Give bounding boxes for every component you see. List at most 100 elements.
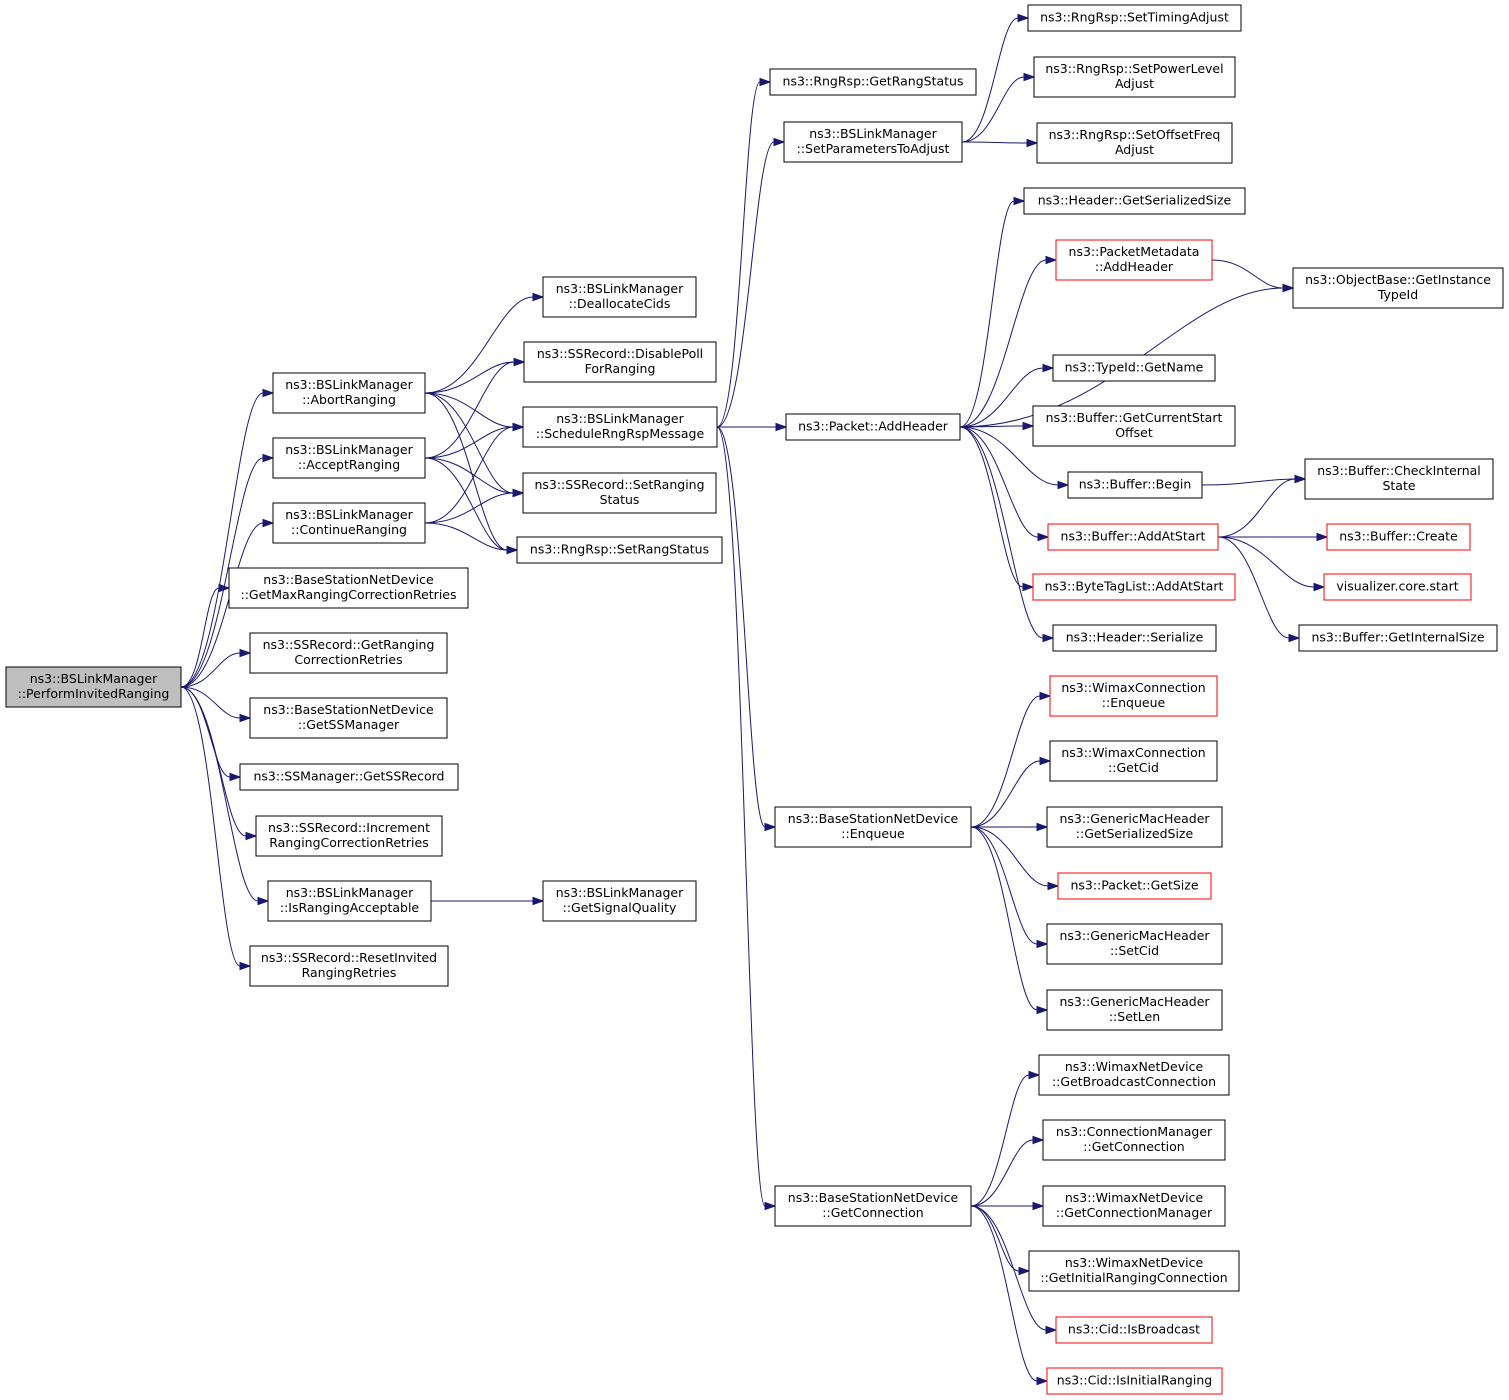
node-box: [1049, 740, 1218, 782]
node-bufaddatstart[interactable]: ns3::Buffer::AddAtStart: [1047, 523, 1219, 551]
node-wcenqueue[interactable]: ns3::WimaxConnection::Enqueue: [1049, 675, 1218, 717]
edge-addheader-to-bufbegin: [959, 426, 1070, 490]
node-cidisinitranging[interactable]: ns3::Cid::IsInitialRanging: [1046, 1367, 1223, 1395]
node-bufcreate[interactable]: ns3::Buffer::Create: [1326, 523, 1471, 551]
node-label-line: ns3::BaseStationNetDevice: [263, 572, 434, 587]
edge-bsenqueue-to-wcgetcid: [970, 756, 1052, 828]
node-box: [1046, 989, 1223, 1031]
node-gmhgetsersize[interactable]: ns3::GenericMacHeader::GetSerializedSize: [1046, 806, 1223, 848]
edge-line: [970, 695, 1041, 828]
node-bufgetinternalsize[interactable]: ns3::Buffer::GetInternalSize: [1298, 624, 1498, 652]
node-wndgetinitranging[interactable]: ns3::WimaxNetDevice::GetInitialRangingCo…: [1028, 1250, 1240, 1292]
node-pmaddheader[interactable]: ns3::PacketMetadata::AddHeader: [1055, 239, 1213, 281]
node-isacceptable[interactable]: ns3::BSLinkManager::IsRangingAcceptable: [267, 880, 432, 922]
node-setrangstatus[interactable]: ns3::RngRsp::SetRangStatus: [516, 536, 723, 564]
edges-layer: [180, 13, 1329, 1386]
node-bsenqueue[interactable]: ns3::BaseStationNetDevice::Enqueue: [774, 806, 972, 848]
node-setparams[interactable]: ns3::BSLinkManager::SetParametersToAdjus…: [783, 121, 963, 163]
node-box: [1047, 523, 1219, 551]
node-label-line: Adjust: [1115, 76, 1154, 91]
edge-line: [970, 1205, 1047, 1331]
node-wndgetconnmgr[interactable]: ns3::WimaxNetDevice::GetConnectionManage…: [1042, 1185, 1226, 1227]
node-label-line: CorrectionRetries: [294, 652, 402, 667]
node-getssrecord[interactable]: ns3::SSManager::GetSSRecord: [239, 763, 459, 791]
edge-line: [970, 760, 1041, 828]
edge-addheader-to-bytetagaddatstart: [959, 426, 1035, 592]
arrowhead-icon: [1023, 72, 1036, 82]
node-getssmanager[interactable]: ns3::BaseStationNetDevice::GetSSManager: [249, 697, 448, 739]
edge-setparams-to-setoffset: [961, 138, 1039, 148]
node-box: [516, 536, 723, 564]
node-hdrserialize[interactable]: ns3::Header::Serialize: [1052, 624, 1217, 652]
edge-line: [716, 141, 775, 428]
node-label-line: ::ScheduleRngRspMessage: [536, 426, 705, 441]
edge-abort-to-disablepoll: [424, 357, 526, 394]
edge-line: [1201, 478, 1296, 486]
node-box: [1057, 872, 1212, 900]
node-label-line: visualizer.core.start: [1336, 579, 1458, 594]
node-getrangingretries[interactable]: ns3::SSRecord::GetRangingCorrectionRetri…: [249, 632, 448, 674]
node-gmhsetlen[interactable]: ns3::GenericMacHeader::SetLen: [1046, 989, 1223, 1031]
arrowhead-icon: [239, 648, 252, 658]
edge-line: [424, 492, 514, 524]
node-schedule[interactable]: ns3::BSLinkManager::ScheduleRngRspMessag…: [522, 406, 718, 448]
arrowhead-icon: [1037, 532, 1050, 542]
node-vizstart[interactable]: visualizer.core.start: [1323, 573, 1472, 601]
node-pktgetsize[interactable]: ns3::Packet::GetSize: [1057, 872, 1212, 900]
node-resetinvited[interactable]: ns3::SSRecord::ResetInvitedRangingRetrie…: [249, 945, 449, 987]
node-label-line: ::IsRangingAcceptable: [280, 900, 420, 915]
arrowhead-icon: [1045, 1325, 1058, 1335]
node-box: [1032, 405, 1236, 447]
edge-schedule-to-addheader: [717, 422, 788, 432]
edge-addheader-to-typeidgetname: [959, 363, 1055, 428]
node-label-line: ns3::BSLinkManager: [809, 126, 937, 141]
node-label-line: ::Enqueue: [1102, 695, 1166, 710]
node-cidisbcast[interactable]: ns3::Cid::IsBroadcast: [1055, 1316, 1213, 1344]
node-hdrsersize[interactable]: ns3::Header::GetSerializedSize: [1023, 187, 1246, 215]
node-addheader[interactable]: ns3::Packet::AddHeader: [785, 413, 961, 441]
node-label-line: ns3::Cid::IsInitialRanging: [1057, 1373, 1212, 1388]
node-gmhsetcid[interactable]: ns3::GenericMacHeader::SetCid: [1046, 923, 1223, 965]
node-dealloc[interactable]: ns3::BSLinkManager::DeallocateCids: [542, 276, 697, 318]
node-box: [249, 945, 449, 987]
node-bsgetconn[interactable]: ns3::BaseStationNetDevice::GetConnection: [774, 1185, 972, 1227]
edge-bsgetconn-to-wndgetbcast: [970, 1070, 1041, 1207]
edge-line: [180, 522, 264, 688]
edge-root-to-isacceptable: [180, 686, 270, 906]
node-bytetagaddatstart[interactable]: ns3::ByteTagList::AddAtStart: [1032, 573, 1236, 601]
node-cmgetconn[interactable]: ns3::ConnectionManager::GetConnection: [1042, 1119, 1226, 1161]
node-signalquality[interactable]: ns3::BSLinkManager::GetSignalQuality: [542, 880, 697, 922]
node-typeidgetname[interactable]: ns3::TypeId::GetName: [1052, 354, 1216, 382]
node-getrangstatus[interactable]: ns3::RngRsp::GetRangStatus: [769, 68, 977, 96]
node-abort[interactable]: ns3::BSLinkManager::AbortRanging: [272, 372, 426, 414]
arrowhead-icon: [262, 518, 275, 528]
node-label-line: ns3::BSLinkManager: [285, 442, 413, 457]
edge-line: [180, 686, 259, 902]
node-label-line: ns3::Packet::GetSize: [1070, 878, 1198, 893]
node-label-line: ::GetConnectionManager: [1056, 1205, 1213, 1220]
node-root[interactable]: ns3::BSLinkManager::PerformInvitedRangin…: [5, 666, 182, 708]
node-wcgetcid[interactable]: ns3::WimaxConnection::GetCid: [1049, 740, 1218, 782]
node-box: [1292, 267, 1504, 309]
node-getmaxretries[interactable]: ns3::BaseStationNetDevice::GetMaxRanging…: [228, 567, 469, 609]
node-box: [1042, 1185, 1226, 1227]
node-bufbegin[interactable]: ns3::Buffer::Begin: [1067, 471, 1203, 499]
node-accept[interactable]: ns3::BSLinkManager::AcceptRanging: [272, 437, 426, 479]
node-label-line: ns3::Buffer::AddAtStart: [1061, 529, 1206, 544]
node-label-line: ::PerformInvitedRanging: [18, 686, 170, 701]
node-box: [228, 567, 469, 609]
node-continue[interactable]: ns3::BSLinkManager::ContinueRanging: [272, 502, 426, 544]
node-box: [1323, 573, 1472, 601]
arrowhead-icon: [1045, 255, 1058, 265]
node-wndgetbcast[interactable]: ns3::WimaxNetDevice::GetBroadcastConnect…: [1038, 1054, 1230, 1096]
node-settiming[interactable]: ns3::RngRsp::SetTimingAdjust: [1027, 4, 1242, 32]
node-increment[interactable]: ns3::SSRecord::IncrementRangingCorrectio…: [255, 815, 443, 857]
node-box: [522, 472, 717, 514]
